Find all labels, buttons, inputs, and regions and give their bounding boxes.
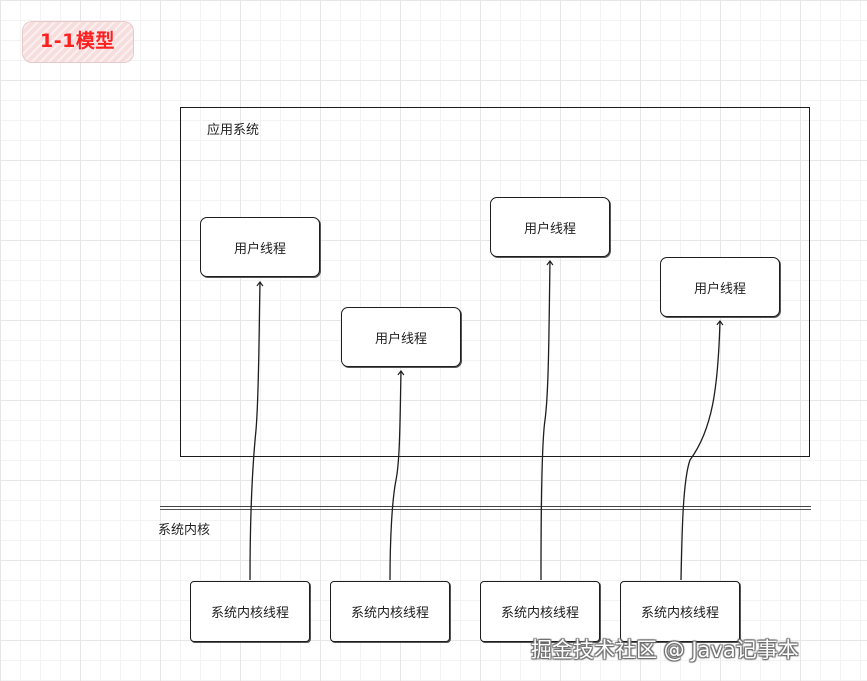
kernel-boundary-line-secondary xyxy=(160,509,811,510)
user-thread-label: 用户线程 xyxy=(233,241,286,257)
user-thread-label: 用户线程 xyxy=(523,221,576,237)
user-thread-node: 用户线程 xyxy=(341,307,461,367)
watermark: 掘金技术社区 @ Java记事本 xyxy=(531,638,799,662)
kernel-thread-label: 系统内核线程 xyxy=(210,606,289,621)
kernel-thread-node: 系统内核线程 xyxy=(620,581,740,642)
user-thread-label: 用户线程 xyxy=(693,281,746,297)
kernel-thread-node: 系统内核线程 xyxy=(190,581,310,642)
kernel-thread-label: 系统内核线程 xyxy=(350,606,429,621)
diagram-title: 1-1模型 xyxy=(40,30,115,52)
application-system-label: 应用系统 xyxy=(207,123,260,138)
application-system-box xyxy=(180,107,810,457)
kernel-label: 系统内核 xyxy=(158,523,211,538)
kernel-boundary-line xyxy=(160,506,811,507)
kernel-thread-node: 系统内核线程 xyxy=(480,581,600,642)
kernel-thread-node: 系统内核线程 xyxy=(330,581,450,642)
kernel-thread-label: 系统内核线程 xyxy=(640,606,719,621)
user-thread-label: 用户线程 xyxy=(374,331,427,347)
user-thread-node: 用户线程 xyxy=(660,257,780,317)
user-thread-node: 用户线程 xyxy=(490,197,610,257)
user-thread-node: 用户线程 xyxy=(200,217,320,277)
title-badge xyxy=(22,21,134,63)
kernel-thread-label: 系统内核线程 xyxy=(500,606,579,621)
